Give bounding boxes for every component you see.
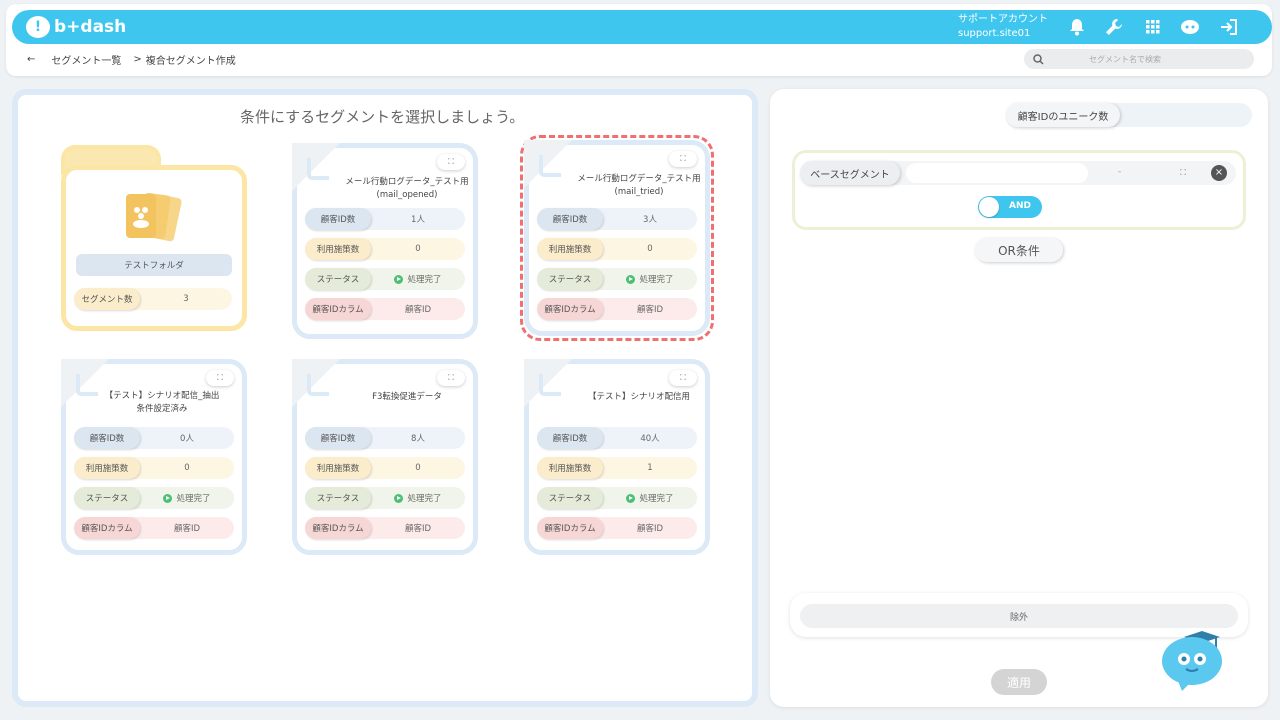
exclude-field[interactable]: 除外 — [800, 604, 1238, 628]
status-row: ステータス処理完了 — [537, 487, 697, 509]
expand-icon[interactable]: ⛶ — [669, 151, 697, 167]
folder-count-row: セグメント数 3 — [74, 288, 232, 310]
play-icon — [394, 493, 404, 503]
breadcrumb-segment-list[interactable]: セグメント一覧 — [51, 56, 122, 67]
status-row: ステータス処理完了 — [305, 268, 465, 290]
expand-icon[interactable]: ⛶ — [1180, 168, 1186, 177]
base-segment-count: - — [1118, 167, 1122, 177]
panel-prompt: 条件にするセグメントを選択しましょう。 — [240, 108, 525, 126]
search-icon — [1033, 53, 1044, 65]
expand-icon[interactable]: ⛶ — [669, 370, 697, 386]
folder-card[interactable]: テストフォルダ セグメント数 3 — [61, 145, 247, 331]
status-row: ステータス処理完了 — [74, 487, 234, 509]
toggle-knob — [979, 197, 999, 217]
id-column-row: 顧客IDカラム顧客ID — [537, 517, 697, 539]
segment-title: F3転換促進データ — [372, 392, 442, 402]
logo-text: b+dash — [54, 17, 127, 37]
breadcrumb-separator: > — [133, 54, 142, 65]
bell-icon[interactable] — [1066, 16, 1088, 38]
grid-menu-icon[interactable] — [1142, 16, 1164, 38]
status-row: ステータス処理完了 — [305, 487, 465, 509]
segment-title: メール行動ログデータ_テスト用(mail_opened) — [345, 177, 469, 200]
account-id: support.site01 — [958, 28, 1031, 39]
wrench-icon[interactable] — [1103, 16, 1125, 38]
account-info[interactable]: サポートアカウント support.site01 — [958, 13, 1048, 41]
and-toggle[interactable]: AND — [978, 196, 1042, 218]
id-column-row: 顧客IDカラム顧客ID — [74, 517, 234, 539]
unique-count-label: 顧客IDのユニーク数 — [1006, 103, 1120, 127]
play-icon — [626, 274, 636, 284]
breadcrumb: ← セグメント一覧 > 複合セグメント作成 — [27, 52, 236, 67]
selected-outline — [520, 135, 714, 341]
id-column-row: 顧客IDカラム顧客ID — [305, 298, 465, 320]
play-icon — [626, 493, 636, 503]
unique-count-row: 顧客IDのユニーク数 — [1006, 103, 1252, 127]
search-placeholder: セグメント名で検索 — [1089, 54, 1161, 64]
folder-segments-icon — [126, 192, 182, 242]
toggle-label: AND — [1009, 201, 1031, 211]
assistant-icon[interactable] — [1179, 16, 1201, 38]
folder-count-value: 3 — [183, 294, 189, 304]
or-condition-button[interactable]: OR条件 — [975, 238, 1063, 262]
folder-name: テストフォルダ — [76, 254, 232, 276]
segment-title: 【テスト】シナリオ配信用 — [587, 392, 690, 402]
breadcrumb-current: 複合セグメント作成 — [145, 56, 236, 67]
base-segment-label: ベースセグメント — [800, 161, 900, 185]
mascot-icon[interactable] — [1158, 625, 1230, 693]
top-bar: ! b+dash サポートアカウント support.site01 — [12, 10, 1272, 44]
app-logo[interactable]: ! b+dash — [26, 15, 126, 39]
id-column-row: 顧客IDカラム顧客ID — [537, 298, 697, 320]
folder-count-label: セグメント数 — [74, 288, 140, 310]
apply-button[interactable]: 適用 — [991, 669, 1047, 695]
logout-icon[interactable] — [1218, 16, 1240, 38]
back-arrow-icon[interactable]: ← — [27, 54, 36, 65]
search-input[interactable]: セグメント名で検索 — [1024, 49, 1254, 69]
folder-body: テストフォルダ セグメント数 3 — [61, 165, 247, 331]
expand-icon[interactable]: ⛶ — [437, 370, 465, 386]
expand-icon[interactable]: ⛶ — [206, 370, 234, 386]
expand-icon[interactable]: ⛶ — [437, 154, 465, 170]
close-icon[interactable]: × — [1211, 165, 1227, 181]
base-segment-field[interactable] — [906, 163, 1088, 183]
play-icon — [394, 274, 404, 284]
segment-title: 【テスト】シナリオ配信_抽出条件設定済み — [104, 391, 220, 414]
account-name: サポートアカウント — [958, 14, 1048, 25]
play-icon — [163, 493, 173, 503]
status-row: ステータス処理完了 — [537, 268, 697, 290]
logo-bubble-icon: ! — [26, 16, 50, 38]
id-column-row: 顧客IDカラム顧客ID — [305, 517, 465, 539]
segment-title: メール行動ログデータ_テスト用(mail_tried) — [577, 174, 701, 197]
